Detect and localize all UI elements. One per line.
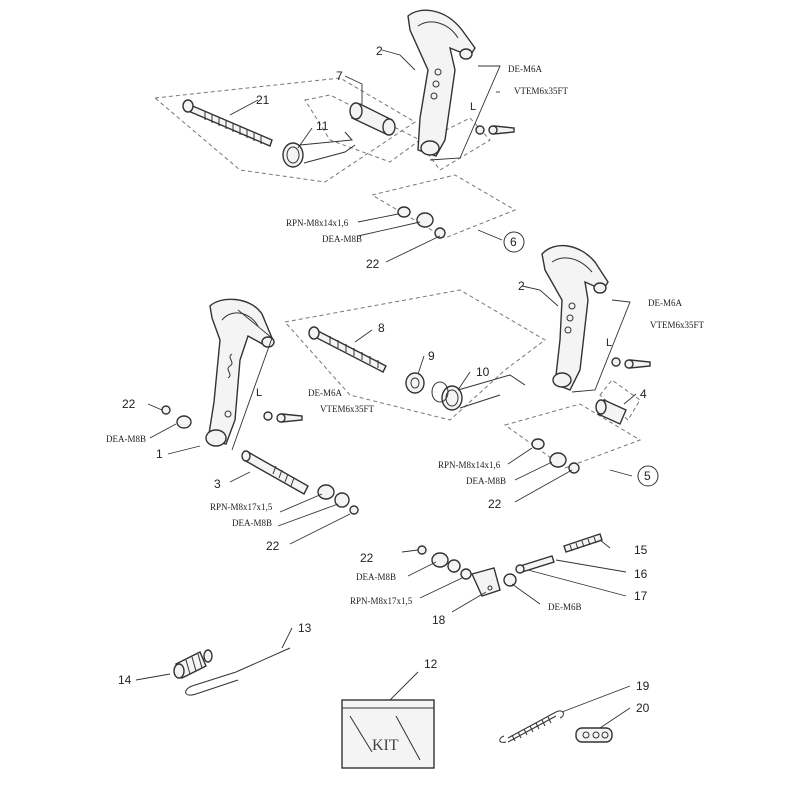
label-8: 8 [378,321,385,335]
label-6: 6 [510,235,517,249]
sleeve-part-17 [515,555,555,574]
screw-vtem-right [611,357,651,369]
threaded-rod-part-21 [182,99,273,147]
wire-clip-part-13 [185,647,291,696]
pin-part-3 [241,450,309,495]
clevis-part-18 [471,567,501,597]
nut-de-m6b [503,573,517,587]
label-11: 11 [316,119,329,133]
label-2-right: 2 [518,279,525,293]
label-rpn17-center: RPN-M8x17x1,5 [350,596,413,606]
threaded-rod-part-8 [308,326,387,373]
label-3: 3 [214,477,221,491]
label-L-top: L [470,101,476,113]
callout-circle-5 [637,465,659,487]
nut-left-1 [334,492,350,508]
left-assembly [147,298,359,545]
label-16: 16 [634,567,648,581]
screw-vtem-left [263,411,303,423]
washer-right [531,438,545,450]
connector-part-14 [173,649,213,679]
label-9: 9 [428,349,435,363]
label-vtem-top: VTEM6x35FT [514,86,569,96]
label-21: 21 [256,93,270,107]
label-1: 1 [156,447,163,461]
lever-part-2-right [541,244,609,391]
label-7: 7 [336,69,343,83]
label-de-m6b: DE-M6B [548,602,582,612]
nut-left-dea [176,415,192,429]
lever-part-2-top [407,9,476,157]
lock-washer-right [568,462,580,474]
lock-washer-center [417,545,427,555]
nut-top [416,212,434,228]
label-18: 18 [432,613,446,627]
threaded-stud-part-15 [563,533,603,553]
label-4: 4 [640,387,647,401]
washer-left-1 [317,484,335,500]
washer-center-1 [447,559,461,573]
label-22-top: 22 [366,257,380,271]
label-de-m6a-left: DE-M6A [308,388,342,398]
label-19: 19 [636,679,650,693]
label-17: 17 [634,589,648,603]
label-22-center: 22 [360,551,374,565]
washer-top [397,206,411,218]
label-rpn17-left: RPN-M8x17x1,5 [210,502,273,512]
label-de-m6a-top: DE-M6A [508,64,542,74]
plate-part-20 [575,727,613,743]
bushing-part-4 [595,399,627,425]
bottom-parts [135,627,631,769]
label-12: 12 [424,657,438,671]
label-dea-right: DEA-M8B [466,476,506,486]
center-small-parts [401,533,627,613]
callout-labels: 2 7 21 11 DE-M6A VTEM6x35FT L RPN-M8x14x… [106,44,705,754]
label-dea-center: DEA-M8B [356,572,396,582]
kit-bag-part-12 [341,699,435,769]
label-dea-left-2: DEA-M8B [232,518,272,528]
callout-circle-6 [503,231,525,253]
nut-center [431,552,449,568]
label-de-m6a-right: DE-M6A [648,298,682,308]
label-10: 10 [476,365,490,379]
label-22-right: 22 [488,497,502,511]
lock-washer-left-22 [161,405,171,415]
label-dea-left: DEA-M8B [106,434,146,444]
torsion-spring-part-10 [431,374,526,411]
lever-part-1 [205,298,275,447]
washer-part-9 [405,372,425,394]
label-20: 20 [636,701,650,715]
lock-washer-left-1 [349,505,359,515]
label-22-left-2: 22 [266,539,280,553]
lock-washer-top [434,227,446,239]
label-L-left: L [256,387,262,399]
upper-assembly [153,9,517,263]
label-22-left: 22 [122,397,136,411]
label-13: 13 [298,621,312,635]
label-vtem-left: VTEM6x35FT [320,404,375,414]
label-5: 5 [644,469,651,483]
bushing-part-7 [349,102,396,136]
right-assembly [284,244,651,503]
label-L-right: L [606,337,612,349]
label-rpn14-right: RPN-M8x14x1,6 [438,460,501,470]
torsion-spring-part-11 [282,131,356,168]
screw-vtem-top [475,125,515,135]
label-dea-top: DEA-M8B [322,234,362,244]
label-2-top: 2 [376,44,383,58]
label-rpn14-top: RPN-M8x14x1,6 [286,218,349,228]
kit-label: KIT [372,737,399,754]
label-15: 15 [634,543,648,557]
nut-right [549,452,567,468]
washer-center-2 [460,568,472,580]
label-vtem-right: VTEM6x35FT [650,320,705,330]
extension-spring-part-19 [499,710,564,743]
label-14: 14 [118,673,132,687]
